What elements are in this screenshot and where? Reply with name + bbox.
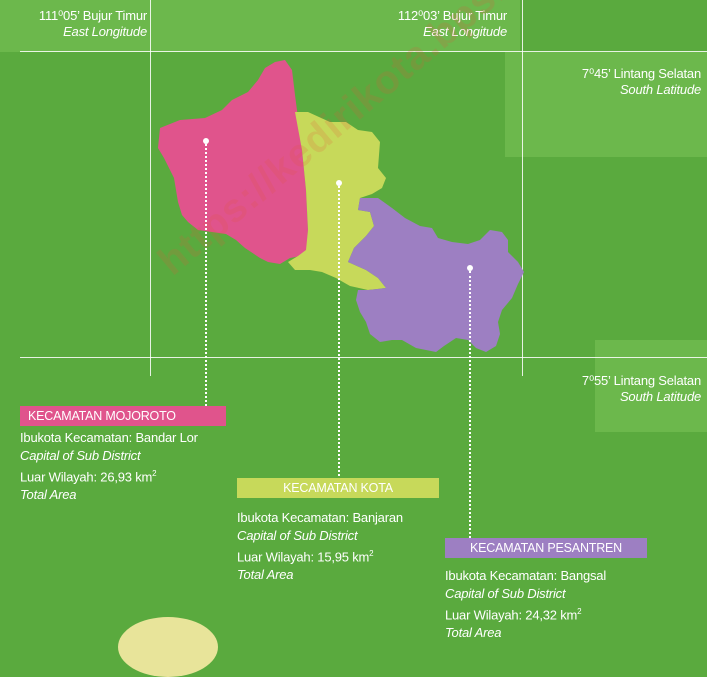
latitude-north-label: 7⁰45’ Lintang Selatan South Latitude bbox=[582, 66, 701, 98]
mojoroto-name-label: KECAMATAN MOJOROTO bbox=[20, 406, 226, 426]
mojoroto-leader-line bbox=[205, 144, 207, 406]
kota-capital: Ibukota Kecamatan: Banjaran bbox=[237, 510, 403, 525]
decorative-circle bbox=[118, 617, 218, 677]
longitude-line-west bbox=[150, 0, 151, 376]
district-pesantren-area[interactable] bbox=[348, 198, 524, 352]
longitude-west-label: 111⁰05’ Bujur Timur East Longitude bbox=[39, 8, 147, 40]
longitude-east-value: 112⁰03’ Bujur Timur bbox=[397, 8, 507, 23]
kota-info: Ibukota Kecamatan: Banjaran Capital of S… bbox=[237, 509, 403, 584]
kota-capital-english: Capital of Sub District bbox=[237, 528, 358, 543]
kota-area: Luar Wilayah: 15,95 km bbox=[237, 549, 370, 565]
mojoroto-info: Ibukota Kecamatan: Bandar Lor Capital of… bbox=[20, 429, 198, 504]
pesantren-capital-english: Capital of Sub District bbox=[445, 586, 566, 601]
mojoroto-capital-dot bbox=[203, 138, 209, 144]
pesantren-capital: Ibukota Kecamatan: Bangsal bbox=[445, 568, 607, 583]
longitude-east-label: 112⁰03’ Bujur Timur East Longitude bbox=[398, 8, 507, 40]
pesantren-area-line: Luar Wilayah: 24,32 km2 bbox=[445, 603, 606, 624]
mojoroto-area-unit: 2 bbox=[152, 469, 157, 478]
pesantren-leader-line bbox=[469, 271, 471, 538]
longitude-west-english: East Longitude bbox=[63, 24, 147, 39]
latitude-south-label: 7⁰55’ Lintang Selatan South Latitude bbox=[582, 373, 701, 405]
district-map bbox=[158, 60, 524, 352]
pesantren-info: Ibukota Kecamatan: Bangsal Capital of Su… bbox=[445, 567, 606, 642]
longitude-west-value: 111⁰05’ Bujur Timur bbox=[38, 8, 147, 23]
kota-capital-dot bbox=[336, 180, 342, 186]
district-kota-area[interactable] bbox=[288, 112, 386, 290]
mojoroto-area-line: Luar Wilayah: 26,93 km2 bbox=[20, 465, 198, 486]
mojoroto-capital: Ibukota Kecamatan: Bandar Lor bbox=[20, 430, 198, 445]
background-panel-right-top bbox=[505, 52, 707, 157]
longitude-line-east bbox=[522, 0, 523, 376]
mojoroto-area: Luar Wilayah: 26,93 km bbox=[20, 469, 153, 485]
background-panel-right-bottom bbox=[595, 340, 707, 432]
background-panel-top bbox=[0, 0, 520, 52]
latitude-north-value: 7⁰45’ Lintang Selatan bbox=[581, 66, 701, 81]
kota-leader-line bbox=[338, 186, 340, 476]
latitude-north-english: South Latitude bbox=[619, 82, 701, 97]
longitude-east-english: East Longitude bbox=[423, 24, 507, 39]
pesantren-area-unit: 2 bbox=[577, 607, 582, 616]
pesantren-capital-dot bbox=[467, 265, 473, 271]
district-mojoroto-area[interactable] bbox=[158, 60, 308, 264]
mojoroto-capital-english: Capital of Sub District bbox=[20, 448, 141, 463]
pesantren-area-english: Total Area bbox=[445, 625, 502, 641]
latitude-south-value: 7⁰55’ Lintang Selatan bbox=[581, 373, 701, 388]
kota-area-line: Luar Wilayah: 15,95 km2 bbox=[237, 545, 403, 566]
kota-name-label: KECAMATAN KOTA bbox=[237, 478, 439, 498]
mojoroto-area-english: Total Area bbox=[20, 487, 77, 503]
pesantren-name-label: KECAMATAN PESANTREN bbox=[445, 538, 647, 558]
pesantren-area: Luar Wilayah: 24,32 km bbox=[445, 607, 578, 623]
latitude-line-north bbox=[20, 51, 707, 52]
latitude-south-english: South Latitude bbox=[619, 389, 701, 404]
kota-area-english: Total Area bbox=[237, 567, 294, 583]
latitude-line-south bbox=[20, 357, 707, 358]
kota-area-unit: 2 bbox=[369, 549, 374, 558]
